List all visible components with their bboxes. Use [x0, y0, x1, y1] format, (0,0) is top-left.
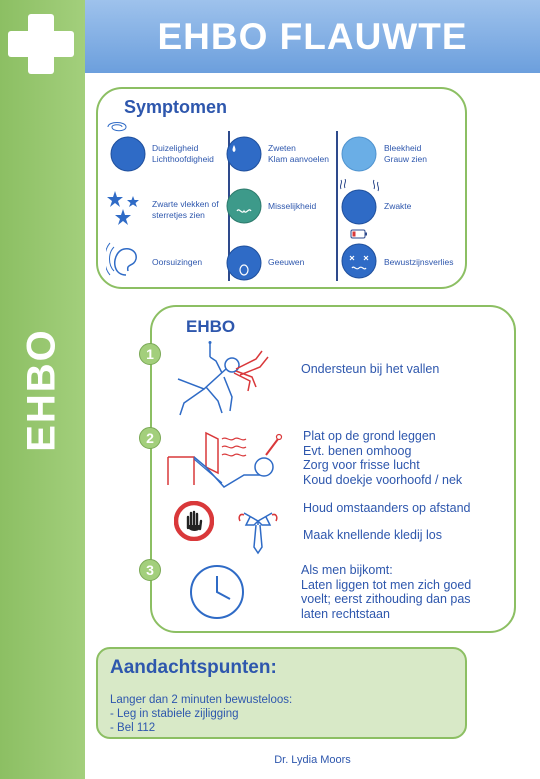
ehbo-step-text: Maak knellende kledij los	[303, 528, 442, 542]
ehbo-step-text: Plat op de grond leggen Evt. benen omhoo…	[303, 429, 463, 487]
symptom-label: Misselijkheid	[268, 201, 317, 211]
ehbo-panel: EHBO	[150, 305, 516, 633]
symptom-label: Bewustzijnsverlies	[384, 257, 454, 267]
step-number-1: 1	[139, 343, 161, 365]
sweat-face-icon	[226, 136, 262, 172]
dizzy-swirl-icon	[107, 122, 127, 132]
nausea-face-icon	[226, 188, 262, 224]
page-title: EHBO FLAUWTE	[157, 15, 468, 57]
attention-title: Aandachtspunten:	[110, 657, 277, 678]
step-number-2: 2	[139, 427, 161, 449]
ear-icon	[106, 242, 137, 276]
ehbo-step-text: Ondersteun bij het vallen	[301, 362, 440, 376]
attention-panel: Aandachtspunten: Langer dan 2 minuten be…	[96, 647, 467, 739]
stop-hand-icon	[174, 501, 214, 541]
header-banner: EHBO FLAUWTE	[85, 0, 540, 73]
ehbo-step-text: Als men bijkomt: Laten liggen tot men zi…	[301, 563, 472, 621]
first-aid-cross-icon	[8, 14, 74, 74]
attention-text: Langer dan 2 minuten bewusteloos: - Leg …	[110, 694, 293, 734]
pale-face-icon	[341, 136, 377, 172]
ehbo-title: EHBO	[186, 317, 236, 336]
symptom-label: Zwakte	[384, 201, 412, 211]
ehbo-step-text: Houd omstaanders op afstand	[303, 501, 471, 515]
falling-person-icon	[177, 341, 269, 416]
sidebar-label: EHBO	[19, 328, 64, 452]
symptom-label: Geeuwen	[268, 257, 305, 267]
yawn-face-icon	[226, 245, 262, 281]
stars-icon	[107, 191, 139, 225]
symptom-label: Oorsuizingen	[152, 257, 203, 267]
author-credit: Dr. Lydia Moors	[274, 754, 351, 766]
sidebar: EHBO	[0, 0, 85, 779]
clock-icon	[190, 565, 244, 619]
lying-legs-up-icon	[167, 431, 283, 488]
divider	[336, 131, 338, 281]
weak-face-icon	[339, 179, 380, 225]
dizzy-face-icon	[110, 136, 146, 172]
step-number-3: 3	[139, 559, 161, 581]
symptoms-title: Symptomen	[124, 97, 228, 117]
loosen-collar-icon	[238, 512, 278, 555]
unconscious-face-icon	[341, 229, 377, 279]
